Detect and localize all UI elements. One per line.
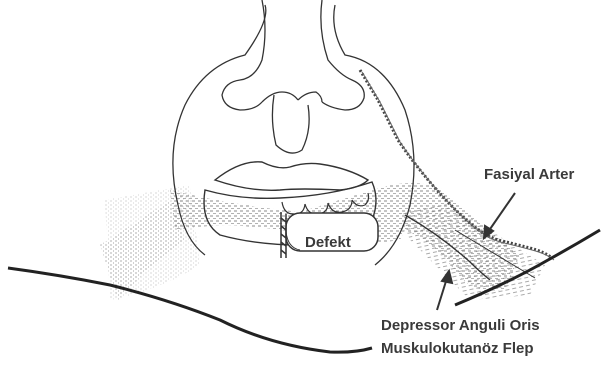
- flap-label-line-2: Muskulokutanöz Flep: [381, 340, 534, 358]
- arrow-fasiyal-arter: [484, 193, 515, 238]
- flap-label-line-1: Depressor Anguli Oris: [381, 317, 540, 335]
- facial-artery-label: Fasiyal Arter: [484, 166, 574, 184]
- arrow-depressor: [437, 271, 452, 310]
- defect-label: Defekt: [305, 234, 351, 252]
- jaw-line: [8, 268, 372, 352]
- upper-lip: [215, 162, 368, 190]
- philtrum: [272, 95, 309, 153]
